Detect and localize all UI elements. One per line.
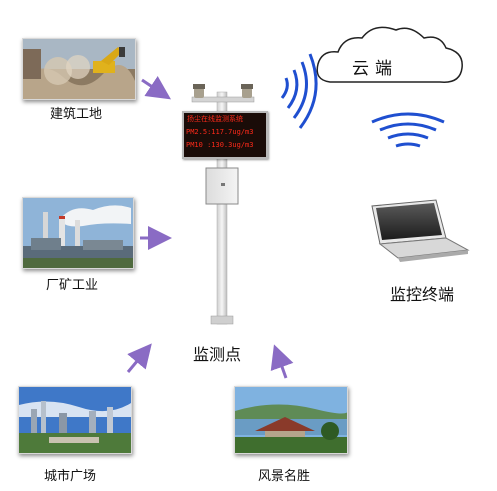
cloud-label: 云端 (352, 59, 398, 79)
construction-site-label: 建筑工地 (50, 107, 103, 122)
city-plaza-label: 城市广场 (44, 469, 97, 484)
arrow-construction (141, 76, 171, 100)
arrow-plaza (126, 343, 152, 373)
led-pm25: PM2.5:117.7ug/m3 (186, 128, 254, 136)
led-title: 扬尘在线监测系统 (187, 115, 243, 123)
monitor-point-label: 监测点 (193, 345, 242, 364)
factory-photo (22, 197, 134, 269)
scenic-spot-photo (234, 386, 348, 454)
scenic-spot-label: 风景名胜 (258, 469, 311, 484)
led-display: 扬尘在线监测系统 PM2.5:117.7ug/m3 PM10 :130.3ug/… (182, 111, 268, 159)
city-plaza-photo (18, 386, 132, 454)
wind-sensor-left (193, 84, 205, 98)
factory-label: 厂矿工业 (46, 278, 99, 293)
cloud-icon (316, 26, 463, 83)
led-pm10: PM10 :130.3ug/m3 (186, 141, 254, 149)
wind-sensor-right (241, 84, 253, 98)
signal-waves-upper (280, 53, 318, 129)
signal-waves-lower (371, 112, 445, 148)
monitor-terminal-label: 监控终端 (390, 285, 455, 304)
laptop-icon (371, 199, 470, 262)
construction-site-photo (22, 38, 136, 100)
arrow-scenic (270, 344, 294, 379)
